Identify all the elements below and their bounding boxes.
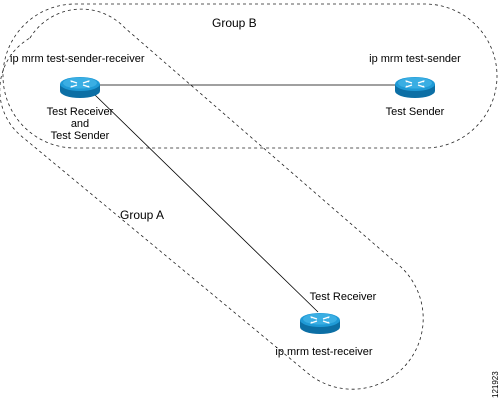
receiver-command: ip mrm test-receiver — [275, 346, 373, 358]
group-a-label: Group A — [120, 208, 164, 222]
receiver-role: Test Receiver — [310, 291, 377, 303]
group-b-boundary — [2, 3, 498, 149]
router-icon — [395, 77, 435, 98]
sender-receiver-role-line3: Test Sender — [51, 130, 110, 142]
router-icon — [300, 313, 340, 334]
router-icon — [60, 77, 100, 98]
group-b-label: Group B — [212, 16, 257, 30]
sender-receiver-role-line1: Test Receiver — [47, 106, 114, 118]
sender-receiver-role-line2: and — [71, 118, 89, 130]
link-sender-receiver-to-receiver — [94, 94, 319, 313]
figure-id: 121923 — [491, 371, 500, 398]
sender-command: ip mrm test-sender — [369, 53, 461, 65]
sender-role: Test Sender — [386, 106, 445, 118]
group-a-boundary — [0, 8, 424, 390]
sender-receiver-command: ip mrm test-sender-receiver — [10, 53, 145, 65]
